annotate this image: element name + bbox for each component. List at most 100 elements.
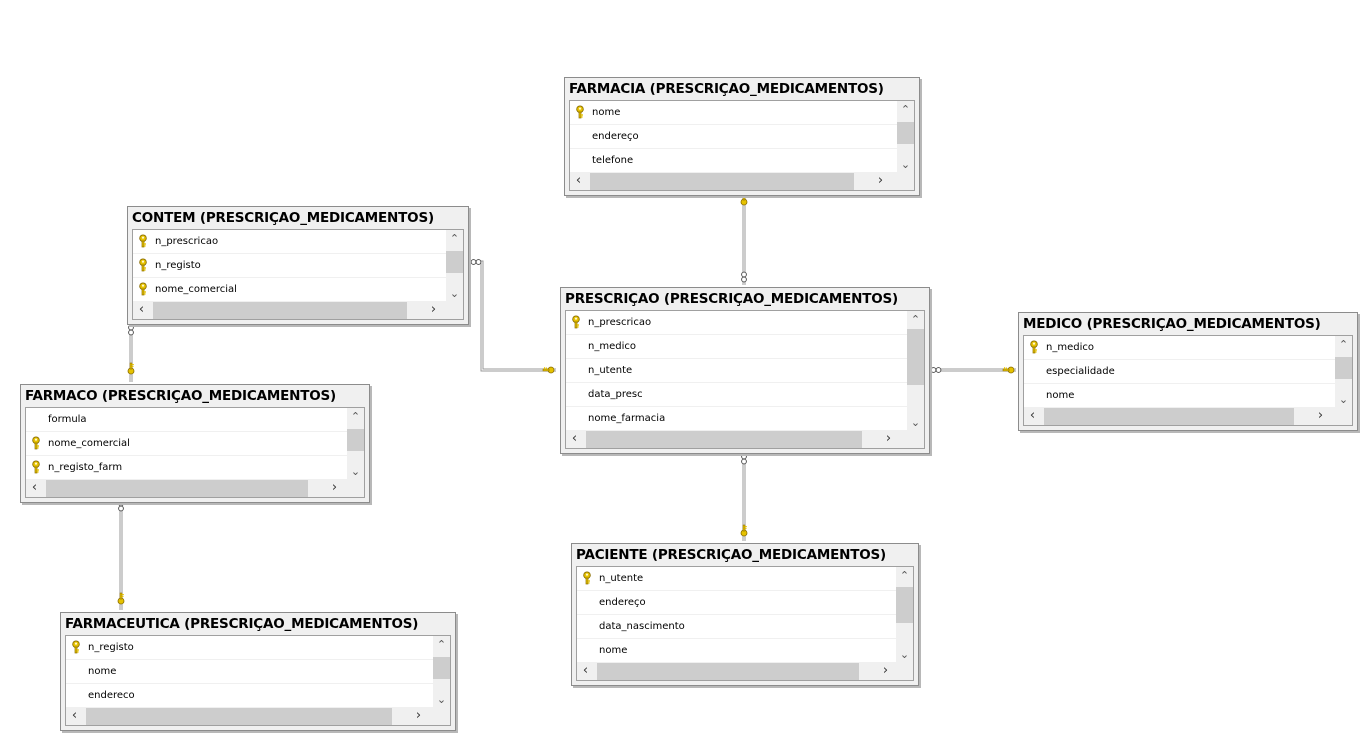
scroll-thumb[interactable]: [1335, 357, 1352, 379]
scroll-right-icon[interactable]: ›: [885, 431, 892, 446]
horizontal-scrollbar[interactable]: ‹›: [570, 173, 914, 190]
scroll-thumb[interactable]: [586, 431, 862, 448]
scroll-left-icon[interactable]: ‹: [582, 663, 589, 678]
scroll-thumb[interactable]: [1044, 408, 1294, 425]
column-row[interactable]: n_utente: [566, 359, 907, 383]
scroll-thumb[interactable]: [897, 122, 914, 144]
column-row[interactable]: n_utente: [577, 567, 896, 591]
scroll-thumb[interactable]: [86, 708, 392, 725]
column-row[interactable]: nome: [66, 660, 433, 684]
scroll-down-icon[interactable]: ⌄: [1338, 393, 1349, 406]
horizontal-scrollbar[interactable]: ‹›: [577, 663, 913, 680]
vertical-scrollbar[interactable]: ⌃⌄: [347, 408, 364, 480]
vertical-scrollbar[interactable]: ⌃⌄: [907, 311, 924, 431]
table-medico[interactable]: MEDICO (PRESCRIÇAO_MEDICAMENTOS) n_medico…: [1018, 312, 1358, 431]
table-title[interactable]: MEDICO (PRESCRIÇAO_MEDICAMENTOS): [1023, 316, 1321, 332]
table-title[interactable]: CONTEM (PRESCRIÇAO_MEDICAMENTOS): [132, 210, 434, 226]
scroll-down-icon[interactable]: ⌄: [350, 465, 361, 478]
scroll-left-icon[interactable]: ‹: [138, 302, 145, 317]
table-contem[interactable]: CONTEM (PRESCRIÇAO_MEDICAMENTOS) n_prescr…: [127, 206, 469, 325]
horizontal-scrollbar[interactable]: ‹›: [26, 480, 364, 497]
column-row[interactable]: data_nascimento: [577, 615, 896, 639]
column-row[interactable]: nome_comercial: [133, 278, 446, 302]
column-row[interactable]: n_medico: [566, 335, 907, 359]
scroll-up-icon[interactable]: ⌃: [1338, 338, 1349, 351]
scroll-right-icon[interactable]: ›: [1317, 408, 1324, 423]
scroll-thumb[interactable]: [347, 429, 364, 451]
column-row[interactable]: n_prescricao: [133, 230, 446, 254]
vertical-scrollbar[interactable]: ⌃⌄: [1335, 336, 1352, 408]
scroll-left-icon[interactable]: ‹: [71, 708, 78, 723]
scroll-up-icon[interactable]: ⌃: [350, 410, 361, 423]
scroll-thumb[interactable]: [907, 329, 924, 385]
column-row[interactable]: nome_comercial: [26, 432, 347, 456]
table-title[interactable]: PACIENTE (PRESCRIÇAO_MEDICAMENTOS): [576, 547, 886, 563]
scroll-left-icon[interactable]: ‹: [571, 431, 578, 446]
scroll-down-icon[interactable]: ⌄: [449, 287, 460, 300]
table-farmaco[interactable]: FARMACO (PRESCRIÇAO_MEDICAMENTOS)formula…: [20, 384, 370, 503]
vertical-scrollbar[interactable]: ⌃⌄: [896, 567, 913, 663]
scroll-up-icon[interactable]: ⌃: [436, 638, 447, 651]
scroll-thumb[interactable]: [46, 480, 308, 497]
table-title[interactable]: FARMACO (PRESCRIÇAO_MEDICAMENTOS): [25, 388, 336, 404]
column-name: nome: [1046, 390, 1075, 401]
scroll-up-icon[interactable]: ⌃: [900, 103, 911, 116]
column-row[interactable]: n_prescricao: [566, 311, 907, 335]
column-row[interactable]: n_registo: [66, 636, 433, 660]
column-row[interactable]: n_registo: [133, 254, 446, 278]
scroll-right-icon[interactable]: ›: [877, 173, 884, 188]
column-row[interactable]: nome: [577, 639, 896, 663]
scroll-right-icon[interactable]: ›: [331, 480, 338, 495]
column-row[interactable]: especialidade: [1024, 360, 1335, 384]
scroll-thumb[interactable]: [896, 587, 913, 623]
scroll-left-icon[interactable]: ‹: [575, 173, 582, 188]
scroll-right-icon[interactable]: ›: [430, 302, 437, 317]
table-prescricao[interactable]: PRESCRIÇAO (PRESCRIÇAO_MEDICAMENTOS) n_pr…: [560, 287, 930, 454]
column-row[interactable]: data_presc: [566, 383, 907, 407]
scroll-thumb[interactable]: [433, 657, 450, 679]
horizontal-scrollbar[interactable]: ‹›: [566, 431, 924, 448]
scroll-down-icon[interactable]: ⌄: [910, 416, 921, 429]
column-row[interactable]: nome: [1024, 384, 1335, 408]
scroll-thumb[interactable]: [590, 173, 854, 190]
scroll-right-icon[interactable]: ›: [415, 708, 422, 723]
vertical-scrollbar[interactable]: ⌃⌄: [446, 230, 463, 302]
relationship-contem-prescricao[interactable]: [470, 260, 556, 372]
column-row[interactable]: n_medico: [1024, 336, 1335, 360]
scroll-right-icon[interactable]: ›: [882, 663, 889, 678]
column-row[interactable]: endereço: [570, 125, 897, 149]
scroll-up-icon[interactable]: ⌃: [899, 569, 910, 582]
scroll-down-icon[interactable]: ⌄: [900, 158, 911, 171]
table-title[interactable]: FARMACIA (PRESCRIÇAO_MEDICAMENTOS): [569, 81, 884, 97]
horizontal-scrollbar[interactable]: ‹›: [133, 302, 463, 319]
table-paciente[interactable]: PACIENTE (PRESCRIÇAO_MEDICAMENTOS) n_uten…: [571, 543, 919, 686]
scroll-thumb[interactable]: [446, 251, 463, 273]
column-row[interactable]: endereco: [66, 684, 433, 708]
scroll-left-icon[interactable]: ‹: [1029, 408, 1036, 423]
scroll-down-icon[interactable]: ⌄: [436, 693, 447, 706]
column-row[interactable]: n_registo_farm: [26, 456, 347, 480]
primary-key-icon: [139, 258, 147, 272]
vertical-scrollbar[interactable]: ⌃⌄: [433, 636, 450, 708]
table-farmaceutica[interactable]: FARMACEUTICA (PRESCRIÇAO_MEDICAMENTOS) n_…: [60, 612, 456, 731]
table-title[interactable]: FARMACEUTICA (PRESCRIÇAO_MEDICAMENTOS): [65, 616, 419, 632]
vertical-scrollbar[interactable]: ⌃⌄: [897, 101, 914, 173]
column-name: n_medico: [1046, 342, 1094, 353]
table-title[interactable]: PRESCRIÇAO (PRESCRIÇAO_MEDICAMENTOS): [565, 291, 898, 307]
horizontal-scrollbar[interactable]: ‹›: [1024, 408, 1352, 425]
column-row[interactable]: telefone: [570, 149, 897, 173]
scroll-thumb[interactable]: [597, 663, 859, 680]
scroll-up-icon[interactable]: ⌃: [910, 313, 921, 326]
scroll-left-icon[interactable]: ‹: [31, 480, 38, 495]
column-row[interactable]: nome_farmacia: [566, 407, 907, 431]
scroll-down-icon[interactable]: ⌄: [899, 648, 910, 661]
column-row[interactable]: nome: [570, 101, 897, 125]
column-row[interactable]: formula: [26, 408, 347, 432]
horizontal-scrollbar[interactable]: ‹›: [66, 708, 450, 725]
scroll-up-icon[interactable]: ⌃: [449, 232, 460, 245]
column-row[interactable]: endereço: [577, 591, 896, 615]
scroll-thumb[interactable]: [153, 302, 407, 319]
